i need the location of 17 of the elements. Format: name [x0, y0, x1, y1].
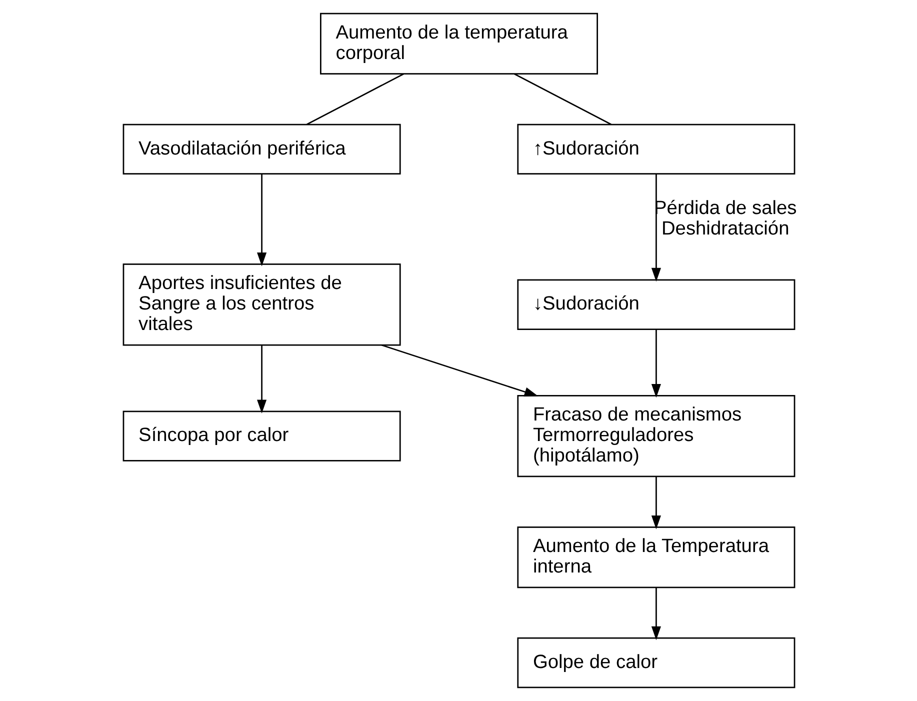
node-box: Aumento de la temperatura corporal	[320, 12, 598, 75]
arrow	[256, 345, 266, 414]
node-box: Síncopa por calor	[122, 410, 400, 462]
node-box: Golpe de calor	[516, 637, 795, 688]
node-box: Vasodilatación periférica	[122, 124, 400, 175]
node-box: ↓Sudoración	[516, 279, 795, 330]
arrow	[381, 344, 538, 396]
arrow	[650, 476, 660, 530]
node-box: Aumento de la Temperatura interna	[516, 526, 795, 588]
connector	[306, 73, 404, 125]
node-box: Aportes insuficientes de Sangre a los centros vitales	[122, 264, 400, 346]
arrow	[650, 588, 660, 640]
node-box: ↑Sudoración	[516, 124, 795, 175]
node-box: Fracaso de mecanismos Termorreguladores (hipotálamo)	[516, 395, 795, 478]
arrow	[650, 330, 660, 398]
connector	[514, 73, 611, 125]
arrow	[256, 174, 266, 266]
